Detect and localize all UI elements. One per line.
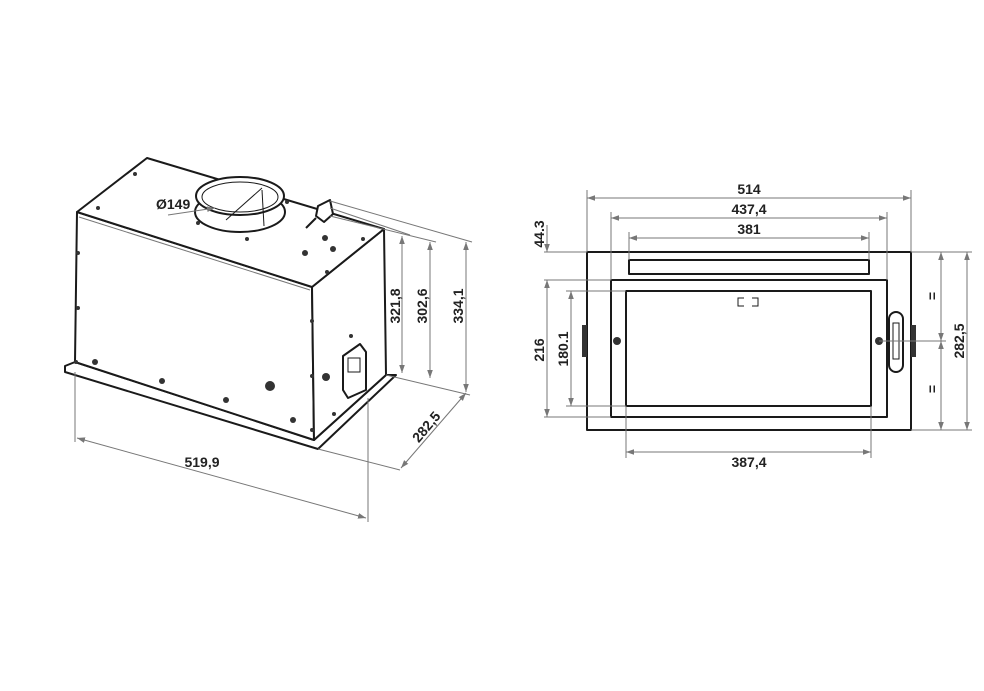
overall-width-label: 514 (737, 181, 761, 197)
height-334-label: 334,1 (450, 288, 466, 323)
hood-perspective-view: Ø149 321,8 302,6 334,1 282,5 519,9 (64, 157, 473, 522)
panel-width-label: 437,4 (731, 201, 766, 217)
panel-depth-label: 216 (531, 338, 547, 362)
equal-top-label: = (924, 292, 940, 300)
cable-connector (305, 199, 334, 229)
hood-bottom-view: 514 437,4 381 387,4 44.3 216 180.1 282,5… (531, 181, 972, 470)
duct-collar (194, 176, 286, 233)
duct-diameter-label: Ø149 (156, 196, 190, 212)
slot-width-label: 381 (737, 221, 761, 237)
overall-depth-label: 282,5 (951, 323, 967, 358)
equal-bottom-label: = (924, 385, 940, 393)
side-tab-left (582, 325, 587, 357)
control-slider (888, 311, 904, 373)
front-slot (628, 259, 870, 275)
junction-box (342, 343, 367, 399)
width-label: 519,9 (184, 454, 219, 470)
depth-label: 282,5 (409, 408, 444, 445)
glass-width-label: 387,4 (731, 454, 766, 470)
glass-depth-label: 180.1 (555, 331, 571, 366)
height-321-label: 321,8 (387, 288, 403, 323)
front-offset-label: 44.3 (531, 220, 547, 247)
light-icon (737, 297, 759, 307)
screw-left (613, 337, 621, 345)
glass-panel (625, 290, 872, 407)
mounting-holes (74, 172, 365, 432)
height-302-label: 302,6 (414, 288, 430, 323)
